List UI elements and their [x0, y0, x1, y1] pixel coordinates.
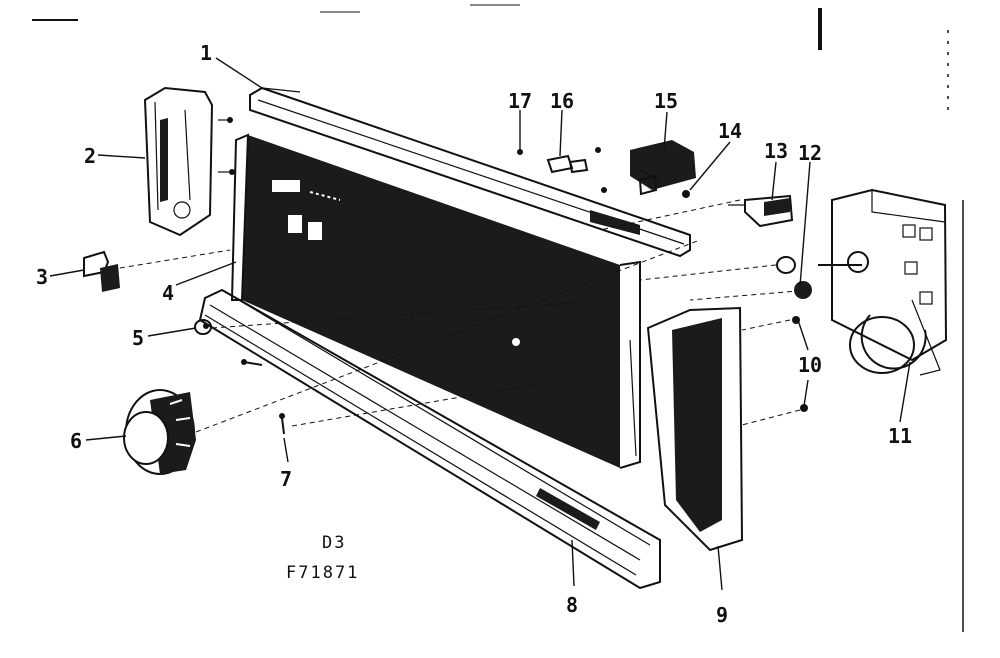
callout-9: 9 [716, 603, 728, 627]
callout-8: 8 [566, 593, 578, 617]
part-screws [218, 117, 690, 435]
callout-12: 12 [798, 141, 822, 165]
assembly-lines [119, 199, 811, 433]
callout-10: 10 [798, 353, 822, 377]
part-clip [83, 250, 120, 292]
reference-code: D3 [322, 533, 346, 553]
leader-lines [49, 57, 911, 591]
callout-2: 2 [84, 144, 96, 168]
part-right-end-cap [629, 306, 744, 552]
callout-6: 6 [70, 429, 82, 453]
part-rollers [776, 256, 812, 299]
part-switch-assembly [546, 140, 696, 196]
part-knob [123, 389, 196, 475]
callout-16: 16 [550, 89, 574, 113]
callout-17: 17 [508, 89, 532, 113]
callout-13: 13 [764, 139, 788, 163]
part-connector [728, 194, 794, 228]
part-bushing [194, 319, 212, 335]
callout-11: 11 [888, 424, 912, 448]
reference-block: D3 F71871 [286, 533, 359, 583]
callout-5: 5 [132, 326, 144, 350]
callout-3: 3 [36, 265, 48, 289]
callout-15: 15 [654, 89, 678, 113]
callout-1: 1 [200, 41, 212, 65]
callout-4: 4 [162, 281, 174, 305]
callout-labels: 1 2 3 4 5 6 7 8 9 10 11 12 13 14 15 16 1… [36, 41, 912, 627]
figure-number: F71871 [286, 563, 359, 583]
callout-14: 14 [718, 119, 742, 143]
scan-artifacts [32, 4, 964, 632]
part-control-panel [230, 133, 641, 469]
callout-7: 7 [280, 467, 292, 491]
part-timer [818, 188, 948, 376]
part-left-end-cap [143, 86, 214, 237]
